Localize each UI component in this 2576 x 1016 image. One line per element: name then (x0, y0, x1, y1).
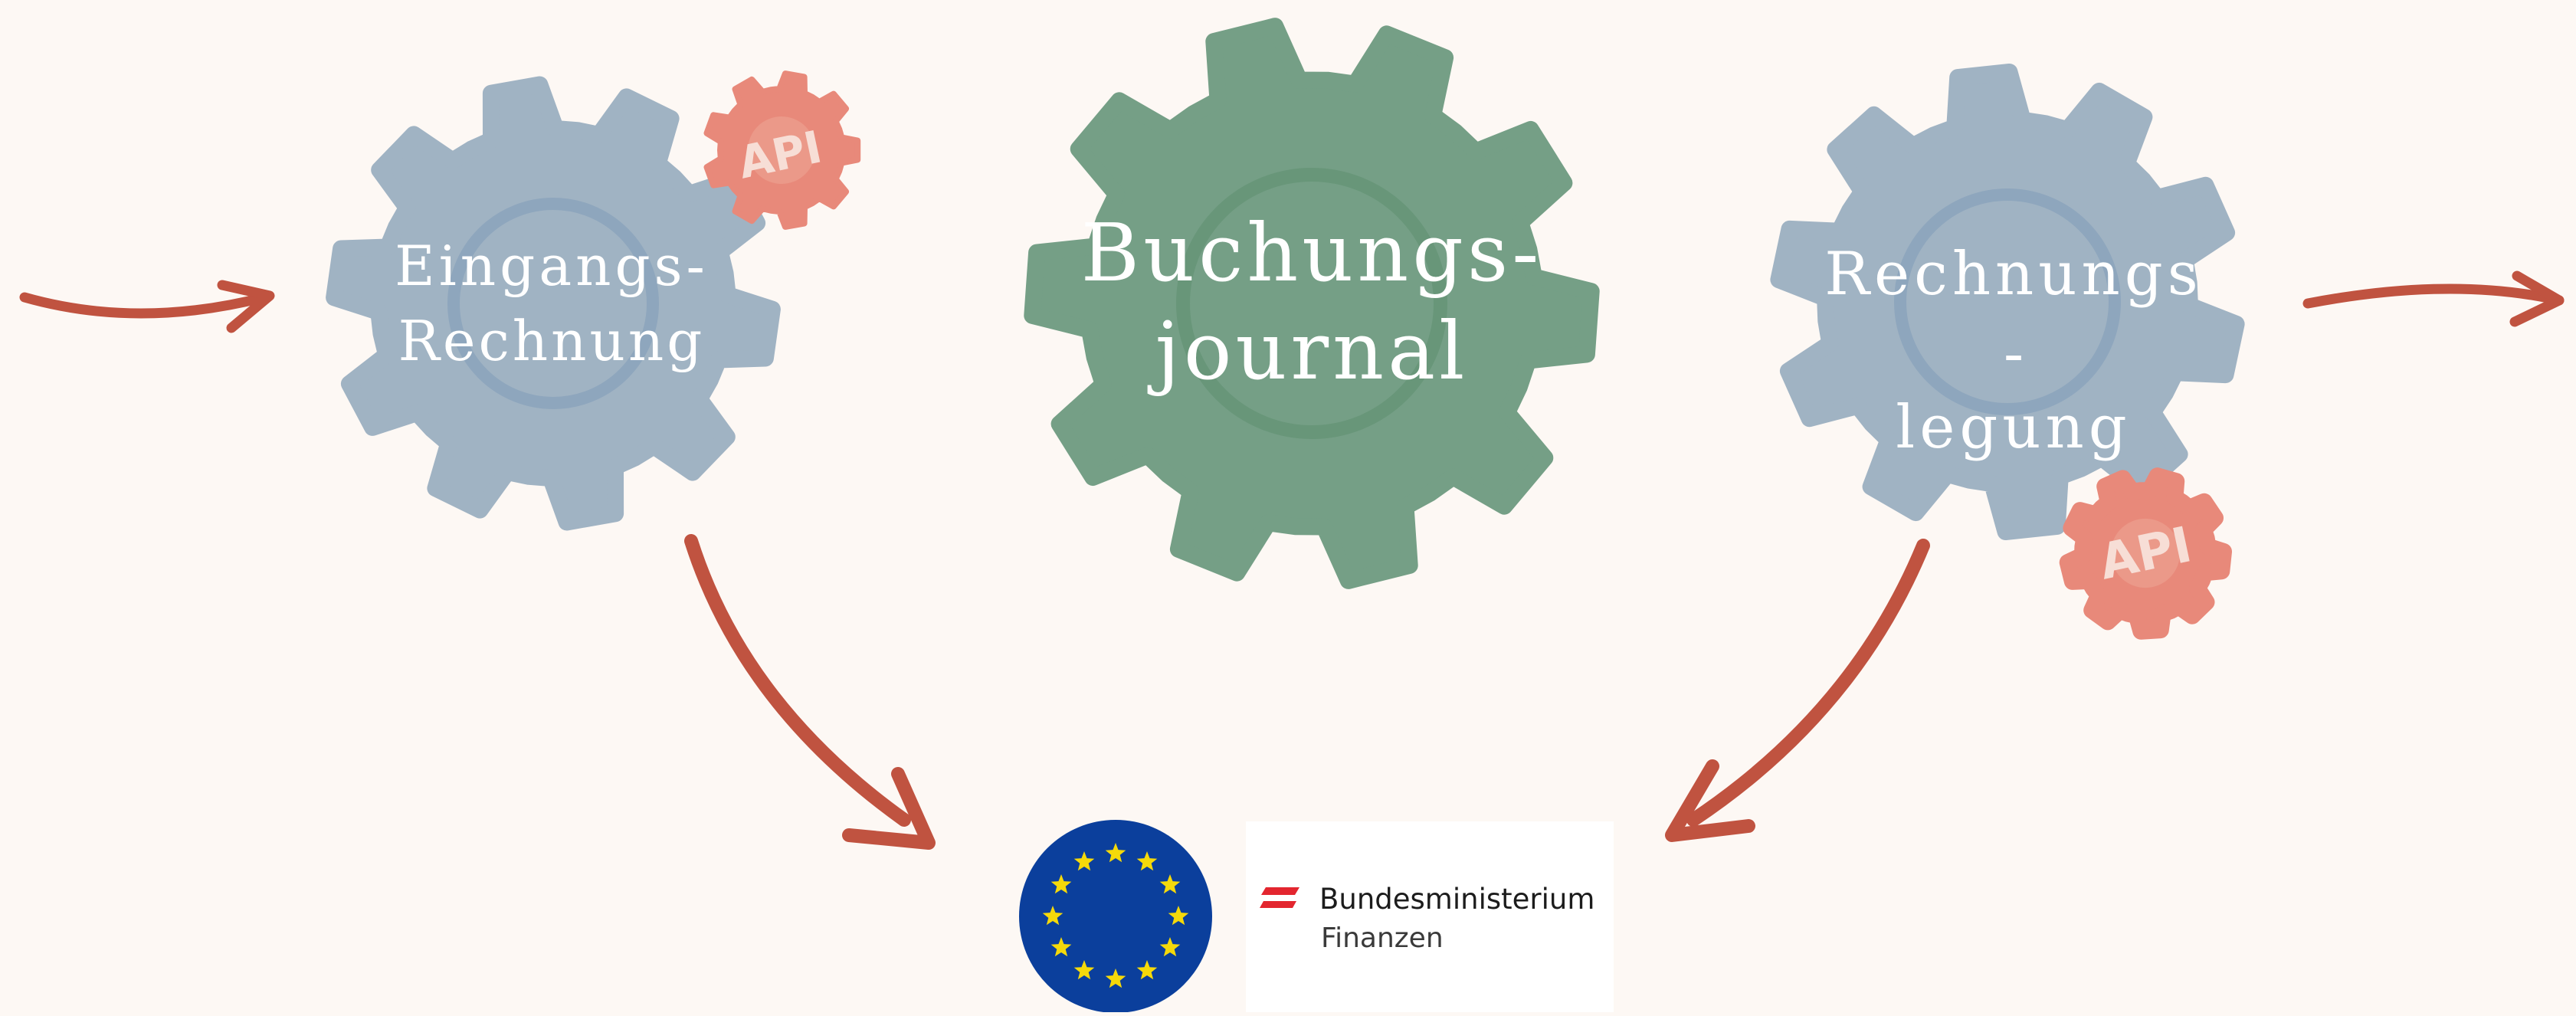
arrow-incoming-to-authorities (684, 534, 936, 850)
api-badge-incoming: API (703, 70, 861, 230)
gear-invoicing-label-line1: Rechnungs (1824, 240, 2202, 309)
gear-incoming-invoice: Eingangs- Rechnung (326, 76, 781, 531)
api-gear-icon (2059, 467, 2232, 640)
api-gear-icon (703, 70, 861, 230)
gear-journal-label-line2: journal (1148, 304, 1469, 398)
gear-invoicing-hub (1894, 188, 2121, 415)
bmf-name-line1: Bundesministerium (1319, 883, 1594, 916)
gear-shape (1024, 18, 1600, 589)
eu-star-icon (1136, 960, 1158, 980)
gear-journal-icon (1024, 18, 1600, 589)
arrow-invoicing-to-authorities (1665, 539, 1930, 842)
gear-inner-disc (748, 116, 815, 184)
gear-shape (326, 76, 781, 531)
eu-star-icon (1073, 960, 1095, 980)
eu-star-icon (1159, 874, 1181, 894)
eu-stars (1042, 843, 1189, 988)
gear-invoicing-label-line3: legung (1896, 393, 2131, 462)
eu-star-icon (1105, 968, 1126, 988)
arrow-incoming (19, 280, 275, 333)
eu-star-icon (1136, 851, 1158, 871)
eu-star-icon (1168, 906, 1189, 926)
gear-invoicing: Rechnungs - legung (1770, 64, 2245, 540)
eu-star-icon (1159, 937, 1181, 957)
arrows (19, 270, 2565, 850)
arrow-outgoing (2302, 270, 2565, 327)
gear-incoming-hub (447, 198, 659, 409)
gear-invoicing-icon (1770, 64, 2245, 540)
eu-star-icon (1042, 906, 1064, 926)
bmf-name-line2: Finanzen (1321, 923, 1444, 954)
gear-journal-label-line1: Buchungs- (1081, 206, 1543, 300)
eu-star-icon (1073, 851, 1095, 871)
gear-incoming-label-line2: Rechnung (398, 309, 706, 373)
eu-star-icon (1050, 874, 1072, 894)
gear-journal-hub (1176, 168, 1447, 439)
gear-booking-journal: Buchungs- journal (1024, 18, 1600, 589)
bmf-logo-background (1246, 821, 1614, 1012)
gear-invoicing-label-line2: - (2004, 320, 2024, 388)
eu-flag-icon (1019, 820, 1212, 1013)
eu-flag-logo (1019, 820, 1212, 1013)
gear-incoming-icon (326, 76, 781, 531)
gear-incoming-label-line1: Eingangs- (395, 234, 709, 298)
eu-star-icon (1105, 843, 1126, 863)
austria-flag-icon (1260, 887, 1299, 908)
gear-inner-disc (2110, 518, 2181, 588)
bmf-logo: Bundesministerium Finanzen (1246, 821, 1614, 1012)
gear-shape (1770, 64, 2245, 540)
api-badge-invoicing: API (2059, 467, 2232, 640)
eu-star-icon (1050, 937, 1072, 957)
